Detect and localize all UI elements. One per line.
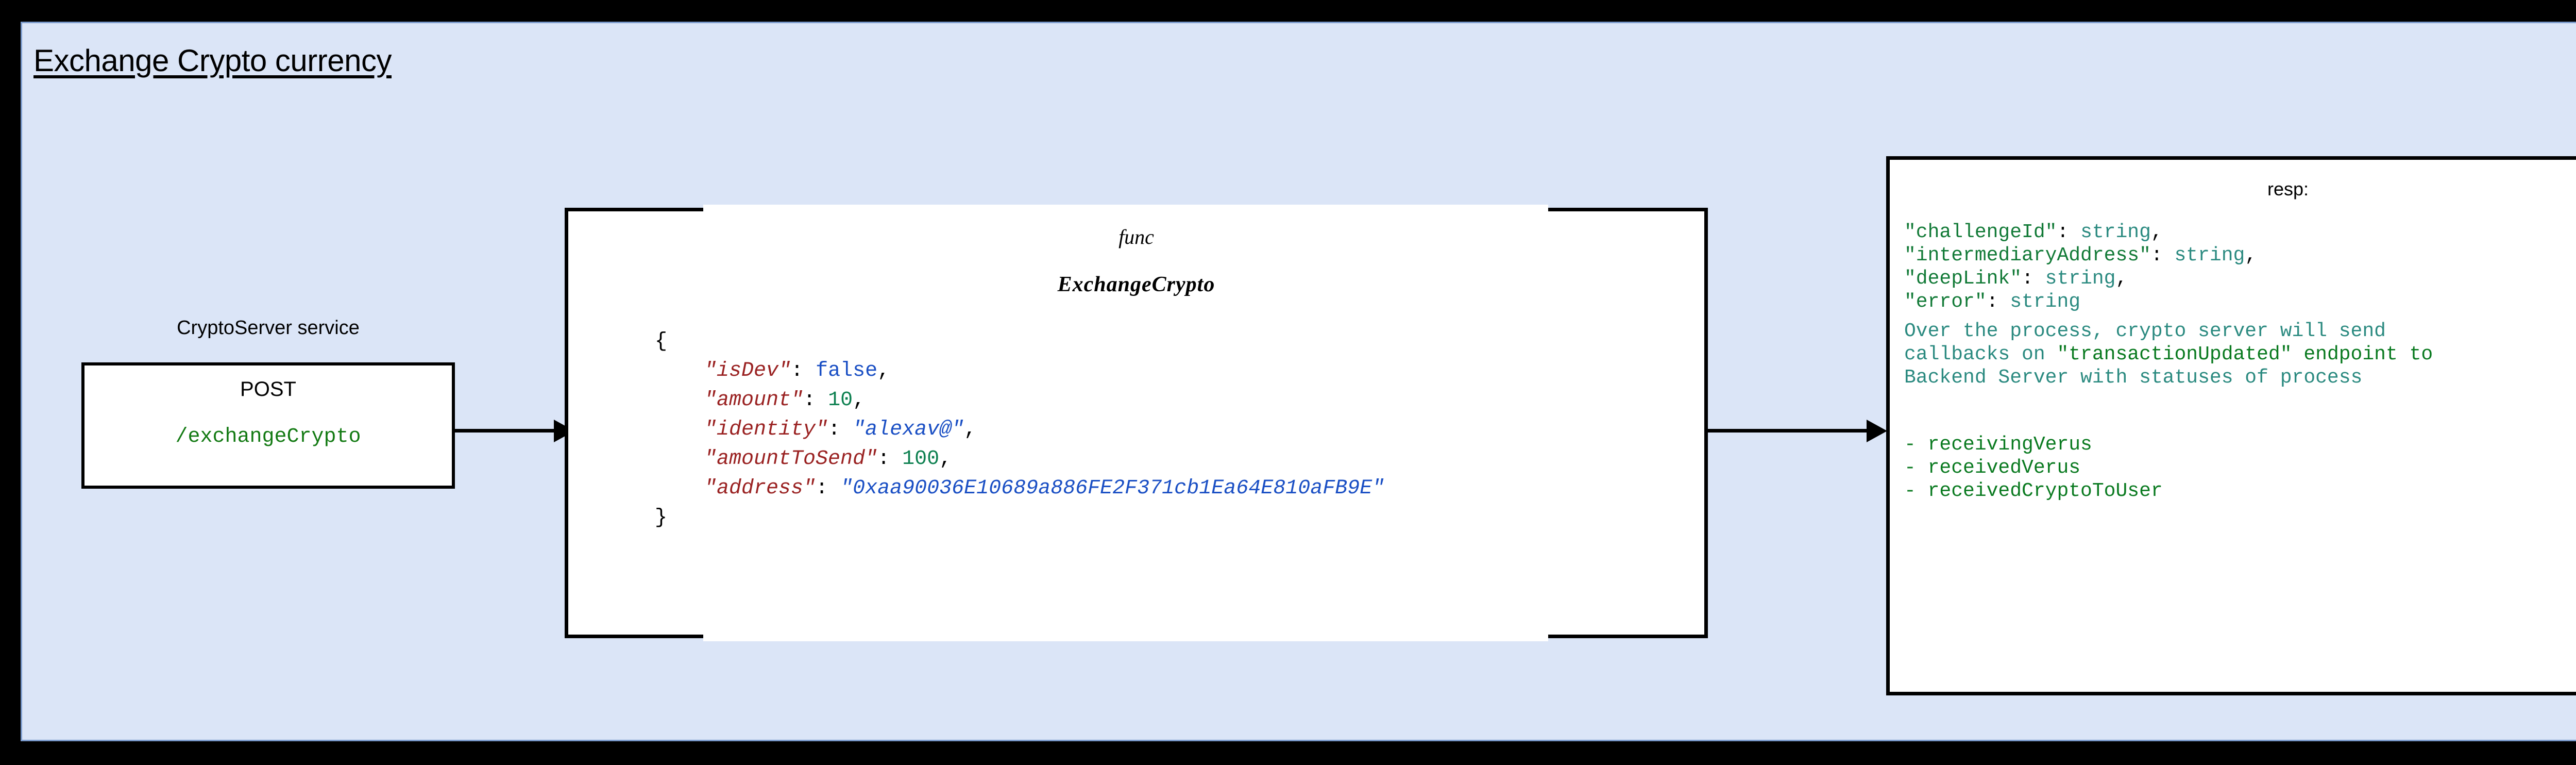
json-key: "amount" xyxy=(704,389,804,412)
resp-value: string xyxy=(2045,268,2116,290)
response-status-list: - receivingVerus - receivedVerus - recei… xyxy=(1904,433,2163,503)
func-box-bottom-sheet xyxy=(703,632,1548,641)
endpoint-path-label: /exchangeCrypto xyxy=(175,425,361,448)
post-endpoint-box[interactable]: POST /exchangeCrypto xyxy=(81,362,455,489)
json-value: 100 xyxy=(902,447,940,471)
resp-note-line-2a: callbacks on xyxy=(1904,343,2057,365)
resp-status-item: - receivingVerus xyxy=(1904,434,2092,456)
resp-key: "error" xyxy=(1904,291,1987,313)
json-comma: , xyxy=(853,389,866,412)
resp-comma: , xyxy=(2115,268,2128,290)
func-to-resp-arrow-head xyxy=(1867,420,1887,442)
response-title-label: resp: xyxy=(2267,178,2309,199)
diagram-canvas: Exchange Crypto currency CryptoServer se… xyxy=(21,22,2576,741)
resp-note-line-2b: endpoint to xyxy=(2292,343,2433,365)
func-keyword-label: func xyxy=(1118,225,1154,248)
json-comma: , xyxy=(877,359,890,382)
json-value: false xyxy=(816,359,878,382)
json-key: "address" xyxy=(704,477,816,500)
resp-value: string xyxy=(2174,244,2245,267)
resp-note-line-1: Over the process, crypto server will sen… xyxy=(1904,320,2386,342)
response-note-text: Over the process, crypto server will sen… xyxy=(1904,320,2433,389)
json-close-brace: } xyxy=(655,506,668,529)
service-label: CryptoServer service xyxy=(177,317,360,339)
json-comma: , xyxy=(964,418,977,441)
resp-value: string xyxy=(2010,291,2081,313)
resp-colon: : xyxy=(2022,268,2045,290)
json-colon: : xyxy=(828,418,853,441)
resp-key: "challengeId" xyxy=(1904,221,2057,243)
resp-colon: : xyxy=(2150,244,2175,267)
json-colon: : xyxy=(877,447,903,471)
resp-status-item: - receivedVerus xyxy=(1904,457,2081,479)
resp-colon: : xyxy=(1986,291,2010,313)
json-value: "alexav@" xyxy=(853,418,964,441)
resp-comma: , xyxy=(2150,221,2163,243)
json-open-brace: { xyxy=(655,330,668,353)
response-fields-code: "challengeId": string, "intermediaryAddr… xyxy=(1904,221,2257,313)
resp-colon: : xyxy=(2057,221,2081,243)
json-key: "amountToSend" xyxy=(704,447,878,471)
resp-note-endpoint-name: "transactionUpdated" xyxy=(2057,343,2292,365)
json-colon: : xyxy=(803,389,828,412)
json-key: "identity" xyxy=(704,418,828,441)
post-to-func-arrow-line xyxy=(455,429,556,433)
page-title: Exchange Crypto currency xyxy=(33,43,392,78)
request-json-code: { "isDev": false, "amount": 10, "identit… xyxy=(655,327,1384,533)
request-payload-box[interactable]: func ExchangeCrypto { "isDev": false, "a… xyxy=(565,208,1708,638)
json-colon: : xyxy=(791,359,816,382)
resp-comma: , xyxy=(2245,244,2257,267)
json-value: "0xaa90036E10689a886FE2F371cb1Ea64E810aF… xyxy=(840,477,1385,500)
resp-key: "deepLink" xyxy=(1904,268,2022,290)
func-name-label: ExchangeCrypto xyxy=(1057,273,1215,296)
json-key: "isDev" xyxy=(704,359,791,382)
http-method-label: POST xyxy=(240,378,296,401)
resp-note-line-3: Backend Server with statuses of process xyxy=(1904,367,2363,389)
func-to-resp-arrow-line xyxy=(1708,429,1867,433)
resp-value: string xyxy=(2080,221,2151,243)
func-box-top-sheet xyxy=(703,205,1548,214)
json-colon: : xyxy=(816,477,841,500)
resp-status-item: - receivedCryptoToUser xyxy=(1904,480,2163,502)
json-value: 10 xyxy=(828,389,853,412)
json-comma: , xyxy=(939,447,952,471)
response-box[interactable]: resp: "challengeId": string, "intermedia… xyxy=(1886,156,2576,695)
resp-key: "intermediaryAddress" xyxy=(1904,244,2151,267)
